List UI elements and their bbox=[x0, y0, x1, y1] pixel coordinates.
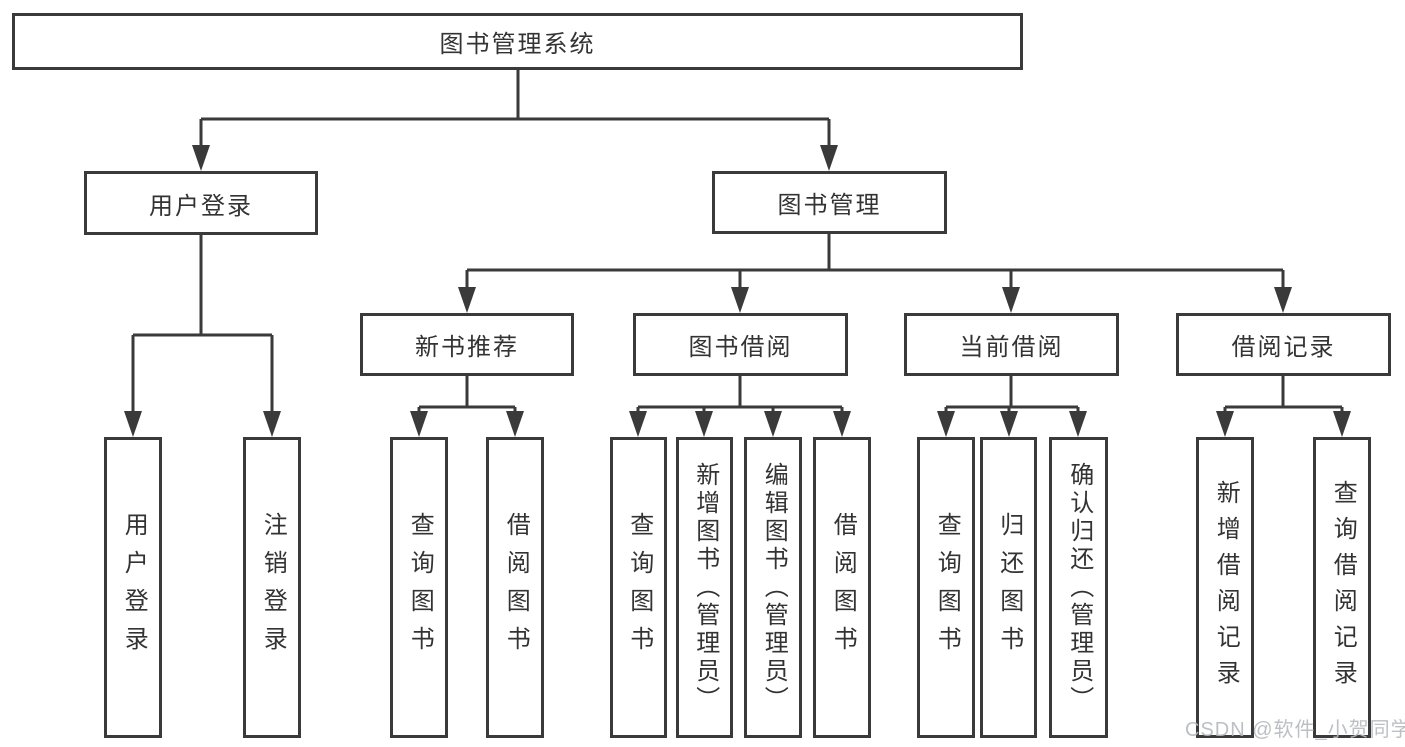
leaf-add-book-admin: 新增图书（管理员） bbox=[676, 437, 733, 738]
leaf-edit-book-admin: 编辑图书（管理员） bbox=[744, 437, 802, 738]
node-book-borrow-label: 图书借阅 bbox=[688, 334, 793, 361]
node-current-borrow: 当前借阅 bbox=[904, 313, 1119, 376]
leaf-query-books-recommend-label: 查询图书 bbox=[406, 511, 434, 664]
leaf-add-borrow-record-label: 新增借阅记录 bbox=[1212, 479, 1240, 696]
leaf-edit-book-admin-label: 编辑图书（管理员） bbox=[760, 461, 788, 714]
leaf-user-login: 用户登录 bbox=[104, 437, 162, 738]
leaf-user-login-label: 用户登录 bbox=[120, 511, 148, 664]
node-library-system: 图书管理系统 bbox=[12, 13, 1023, 70]
node-borrow-records: 借阅记录 bbox=[1176, 313, 1391, 376]
arrowheads bbox=[124, 145, 1351, 437]
leaf-borrow-books: 借阅图书 bbox=[813, 437, 871, 738]
leaf-return-book-label: 归还图书 bbox=[995, 511, 1023, 664]
leaf-query-books-borrow: 查询图书 bbox=[610, 437, 667, 738]
leaf-add-borrow-record: 新增借阅记录 bbox=[1196, 437, 1254, 738]
node-book-management: 图书管理 bbox=[712, 171, 947, 234]
leaf-confirm-return-admin-label: 确认归还（管理员） bbox=[1065, 461, 1093, 714]
leaf-logout: 注销登录 bbox=[243, 437, 301, 738]
node-current-borrow-label: 当前借阅 bbox=[959, 334, 1064, 361]
leaf-borrow-books-recommend-label: 借阅图书 bbox=[502, 511, 530, 664]
leaf-logout-label: 注销登录 bbox=[259, 511, 287, 664]
leaf-query-borrow-record-label: 查询借阅记录 bbox=[1329, 479, 1357, 696]
leaf-confirm-return-admin: 确认归还（管理员） bbox=[1049, 437, 1108, 738]
leaf-query-borrow-record: 查询借阅记录 bbox=[1313, 437, 1371, 738]
leaf-query-books-recommend: 查询图书 bbox=[390, 437, 448, 738]
node-user-login-label: 用户登录 bbox=[149, 192, 253, 220]
node-book-management-label: 图书管理 bbox=[777, 192, 882, 219]
csdn-watermark: CSDN @软件_小贺同学 bbox=[1185, 719, 1405, 741]
node-book-borrow: 图书借阅 bbox=[633, 313, 848, 376]
leaf-query-books-borrow-label: 查询图书 bbox=[625, 511, 653, 664]
leaf-borrow-books-recommend: 借阅图书 bbox=[486, 437, 544, 738]
leaf-borrow-books-label: 借阅图书 bbox=[829, 511, 857, 664]
leaf-query-books-current-label: 查询图书 bbox=[933, 511, 961, 664]
node-borrow-records-label: 借阅记录 bbox=[1231, 334, 1336, 361]
node-new-book-recommend-label: 新书推荐 bbox=[415, 334, 519, 361]
node-new-book-recommend: 新书推荐 bbox=[360, 313, 574, 376]
leaf-add-book-admin-label: 新增图书（管理员） bbox=[691, 461, 719, 714]
node-library-system-label: 图书管理系统 bbox=[439, 31, 596, 58]
node-user-login: 用户登录 bbox=[84, 171, 318, 235]
leaf-return-book: 归还图书 bbox=[980, 437, 1037, 738]
leaf-query-books-current: 查询图书 bbox=[917, 437, 975, 738]
